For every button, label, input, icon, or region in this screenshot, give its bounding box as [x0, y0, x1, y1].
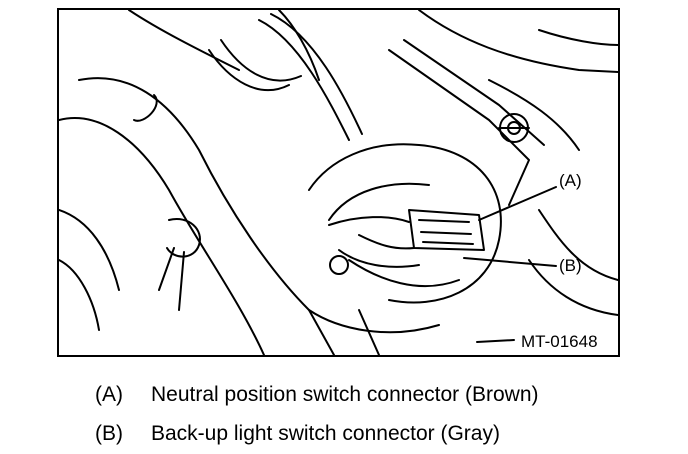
- legend-item-a: (A) Neutral position switch connector (Br…: [95, 384, 539, 405]
- legend-item-b: (B) Back-up light switch connector (Gray): [95, 423, 500, 444]
- callout-a-label: (A): [559, 171, 582, 190]
- legend-text-a: Neutral position switch connector (Brown…: [151, 383, 539, 406]
- figure-id-label: MT-01648: [521, 332, 598, 351]
- legend-key-a: (A): [95, 383, 123, 406]
- callout-b-label: (B): [559, 256, 582, 275]
- illustration-frame: (A) (B) MT-01648: [57, 8, 620, 357]
- legend-text-b: Back-up light switch connector (Gray): [151, 422, 500, 445]
- legend-key-b: (B): [95, 422, 123, 445]
- transmission-line-drawing: [59, 10, 618, 355]
